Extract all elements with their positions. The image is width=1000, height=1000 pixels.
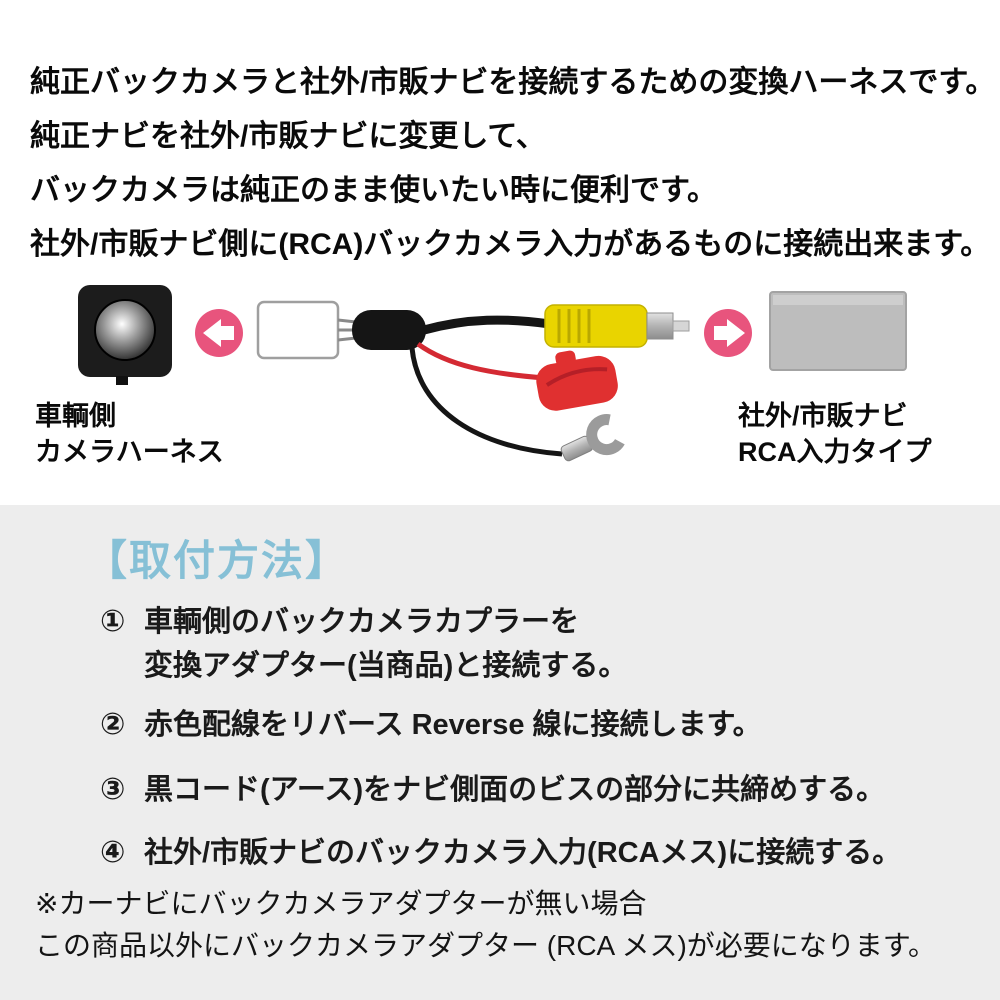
intro-line-4: 社外/市販ナビ側に(RCA)バックカメラ入力があるものに接続出来ます。 <box>30 228 991 261</box>
step-4-number: ④ <box>100 836 126 869</box>
install-section: 【取付方法】 ① 車輌側のバックカメラカプラーを 変換アダプター(当商品)と接続… <box>0 505 1000 1000</box>
camera-coupler-plug <box>256 300 357 360</box>
step-3-line1: 黒コード(アース)をナビ側面のビスの部分に共締めする。 <box>144 774 886 806</box>
arrow-left-icon <box>195 309 243 357</box>
footnote: ※カーナビにバックカメラアダプターが無い場合 この商品以外にバックカメラアダプタ… <box>35 883 936 967</box>
install-heading: 【取付方法】 <box>85 537 350 584</box>
navi-side-label: 社外/市販ナビ RCA入力タイプ <box>738 398 932 470</box>
backup-camera-icon <box>78 285 172 385</box>
footnote-line2: この商品以外にバックカメラアダプター (RCA メス)が必要になります。 <box>35 930 936 961</box>
camera-side-label-line1: 車輌側 <box>35 401 116 431</box>
ground-wire <box>409 347 563 457</box>
reverse-wire <box>416 341 546 381</box>
step-1-line1: 車輌側のバックカメラカプラーを <box>144 606 580 638</box>
harness-diagram <box>78 285 907 462</box>
step-1-line2: 変換アダプター(当商品)と接続する。 <box>144 650 628 682</box>
step-3-number: ③ <box>100 773 126 806</box>
intro-line-3: バックカメラは純正のまま使いたい時に便利です。 <box>30 174 717 207</box>
intro-line-1: 純正バックカメラと社外/市販ナビを接続するための変換ハーネスです。 <box>30 66 996 99</box>
navi-unit-icon <box>769 291 907 371</box>
harness-joint <box>352 310 551 350</box>
install-step-1: ① 車輌側のバックカメラカプラーを 変換アダプター(当商品)と接続する。 <box>100 600 627 688</box>
rca-plug <box>544 304 690 348</box>
install-step-2: ② 赤色配線をリバース Reverse 線に接続します。 <box>100 703 762 747</box>
install-step-4: ④ 社外/市販ナビのバックカメラ入力(RCAメス)に接続する。 <box>100 831 901 875</box>
install-step-3: ③ 黒コード(アース)をナビ側面のビスの部分に共締めする。 <box>100 768 885 812</box>
reverse-wire-cap <box>536 350 618 411</box>
arrow-right-icon <box>704 309 752 357</box>
navi-side-label-line2: RCA入力タイプ <box>738 437 932 467</box>
footnote-line1: ※カーナビにバックカメラアダプターが無い場合 <box>35 888 647 919</box>
step-4-line1: 社外/市販ナビのバックカメラ入力(RCAメス)に接続する。 <box>144 837 902 869</box>
step-2-number: ② <box>100 708 126 741</box>
ground-fork-terminal <box>560 414 628 462</box>
intro-text: 純正バックカメラと社外/市販ナビを接続するための変換ハーネスです。 純正ナビを社… <box>30 56 995 272</box>
camera-side-label: 車輌側 カメラハーネス <box>35 398 224 470</box>
camera-side-label-line2: カメラハーネス <box>35 437 224 467</box>
intro-line-2: 純正ナビを社外/市販ナビに変更して、 <box>30 120 546 153</box>
navi-side-label-line1: 社外/市販ナビ <box>738 401 908 431</box>
step-2-line1: 赤色配線をリバース Reverse 線に接続します。 <box>144 709 762 741</box>
step-1-number: ① <box>100 605 126 638</box>
